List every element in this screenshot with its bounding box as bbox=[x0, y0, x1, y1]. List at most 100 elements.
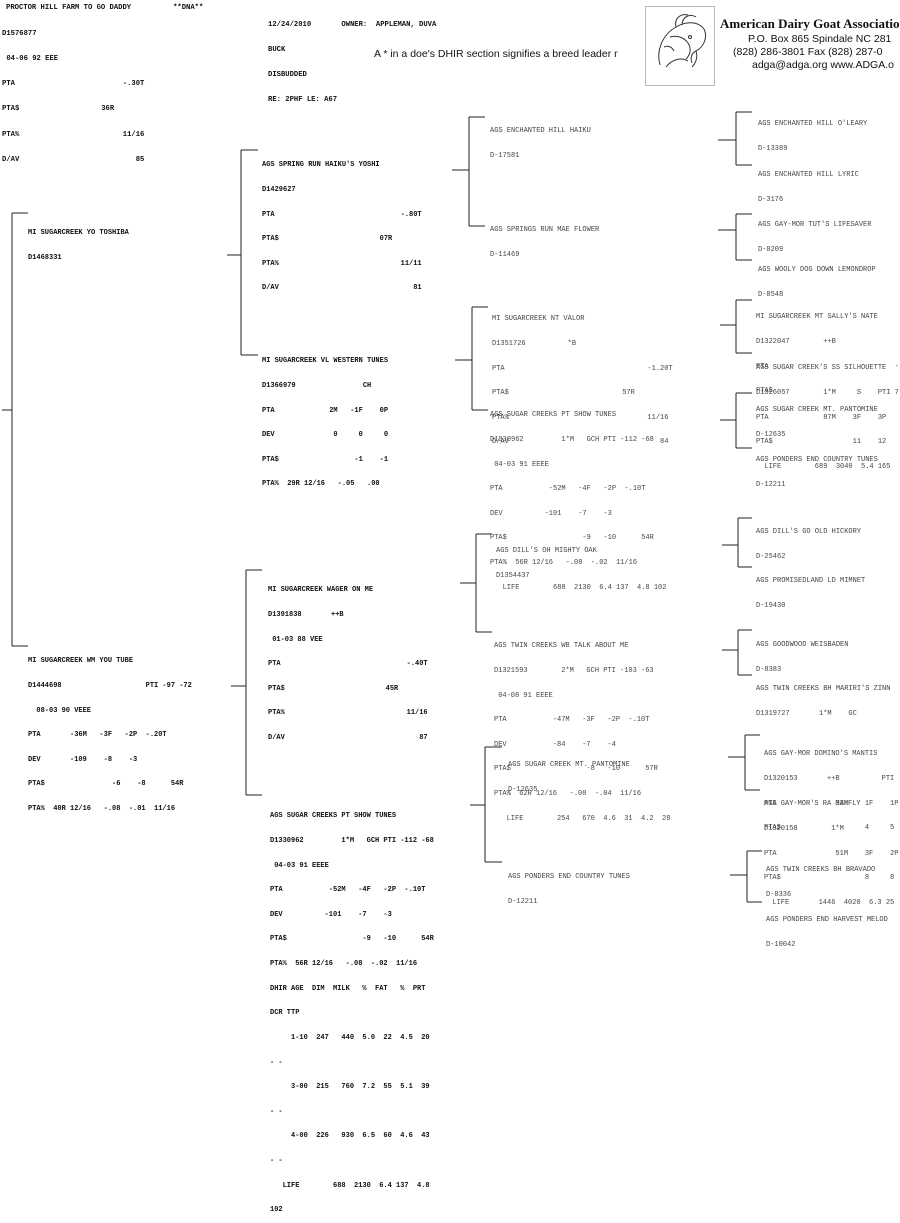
entry-name: AGS PROMISEDLAND LD MIMNET bbox=[756, 577, 866, 586]
entry-name: AGS GOODWOOD WEISBADEN bbox=[756, 641, 849, 650]
gen3-entry: AGS TWIN CREEKS WB TALK ABOUT ME D132159… bbox=[494, 626, 670, 831]
entry-line: D1321593 2*M GCH PTI -103 -63 bbox=[494, 667, 654, 676]
dam-dam-entry: AGS SUGAR CREEKS PT SHOW TUNES D1330962 … bbox=[270, 796, 434, 1223]
entry-line: D-17581 bbox=[490, 152, 520, 161]
gen4-entry: AGS PROMISEDLAND LD MIMNET D-19430 bbox=[756, 561, 865, 618]
gen3-entry: AGS SPRINGS RUN MAE FLOWER D-11469 bbox=[490, 210, 599, 267]
entry-line: D/AV 84 bbox=[492, 438, 669, 447]
entry-line: LIFE 688 2130 6.4 137 4.8 102 bbox=[490, 583, 667, 592]
entry-name: MI SUGARCREEK VL WESTERN TUNES bbox=[262, 357, 389, 366]
entry-name: AGS ENCHANTED HILL LYRIC bbox=[758, 171, 859, 180]
entry-line: PTA% 62R 12/16 -.08 -.04 11/16 bbox=[494, 790, 642, 799]
gen4-entry: MI SUGARCREEK MT SALLY'S NATE D1322047 +… bbox=[756, 297, 899, 404]
dam-line: 08-03 90 VEEE bbox=[28, 706, 92, 715]
entry-line: D-13389 bbox=[758, 145, 788, 154]
entry-line: DEV -101 -7 -3 bbox=[490, 509, 612, 518]
entry-line: PTA - bbox=[756, 362, 899, 371]
entry-line: DHIR AGE DIM MILK % FAT % PRT bbox=[270, 984, 426, 993]
gen4-entry: AGS GAY-MOR TUT'S LIFESAVER D-8209 bbox=[758, 205, 871, 262]
entry-line: D-12211 bbox=[508, 898, 538, 907]
entry-name: AGS TWIN CREEKS BH BRAVADO bbox=[766, 866, 876, 875]
entry-name: AGS SPRING RUN HAIKU'S YOSHI bbox=[262, 161, 380, 170]
gen3-entry: MI SUGARCREEK NT VALOR D1351726 *B PTA -… bbox=[492, 299, 673, 455]
entry-name: AGS SPRINGS RUN MAE FLOWER bbox=[490, 226, 600, 235]
entry-line: D1366979 CH bbox=[262, 382, 372, 391]
owner-name: APPLEMAN, DUVA bbox=[375, 20, 437, 29]
entry-line: 4-00 226 930 6.5 60 4.6 43 bbox=[270, 1132, 430, 1141]
entry-line: - - bbox=[270, 1156, 283, 1165]
entry-line: 3-00 215 760 7.2 55 5.1 39 bbox=[270, 1083, 430, 1092]
entry-line: PTA -.80T bbox=[262, 210, 422, 219]
entry-line: D-8548 bbox=[758, 291, 784, 300]
entry-line: PTA% 11/16 bbox=[492, 413, 669, 422]
entry-line: D1319727 1*M GC bbox=[756, 710, 857, 719]
dam-name: MI SUGARCREEK WM YOU TUBE bbox=[28, 657, 134, 666]
gen4-entry: AGS PONDERS END HARVEST MELOD D-10042 bbox=[766, 900, 888, 957]
entry-line: D1351726 *B bbox=[492, 340, 577, 349]
animal-name: PROCTOR HILL FARM TO GO DADDY bbox=[6, 4, 132, 12]
entry-line: PTA$ 8 8 bbox=[764, 874, 895, 883]
association-web: adga@adga.org www.ADGA.o bbox=[752, 59, 894, 71]
entry-name: AGS ENCHANTED HILL O'LEARY bbox=[758, 120, 868, 129]
entry-line: PTA$ bbox=[756, 387, 773, 396]
entry-name: AGS PONDERS END COUNTRY TUNES bbox=[508, 873, 630, 882]
entry-line: 102 bbox=[270, 1206, 283, 1215]
entry-line: D1391838 ++B bbox=[268, 611, 344, 620]
entry-line: 04-03 91 EEEE bbox=[270, 861, 329, 870]
entry-line: D-19430 bbox=[756, 602, 786, 611]
entry-name: MI SUGARCREEK WAGER ON ME bbox=[268, 586, 374, 595]
entry-line: D1322047 ++B bbox=[756, 338, 836, 347]
dna-marker: **DNA** bbox=[173, 4, 204, 12]
entry-line: D1330962 1*M GCH PTI -112 -68 bbox=[490, 436, 654, 445]
entry-line: D1354437 bbox=[496, 572, 530, 581]
entry-line: DCR TTP bbox=[270, 1009, 300, 1018]
entry-name: AGS SUGAR CREEK MT. PANTOMINE bbox=[508, 761, 630, 770]
header-line: PTA$ 36R bbox=[2, 105, 115, 114]
entry-line: 1-10 247 440 5.0 22 4.5 20 bbox=[270, 1033, 430, 1042]
dam-entry: MI SUGARCREEK WM YOU TUBE D1444698 PTI -… bbox=[28, 641, 192, 821]
gen4-entry: AGS SUGAR CREEK MT. PANTOMINE D-12635 bbox=[756, 390, 878, 447]
entry-name: AGS SUGAR CREEK'S SS SILHOUETTE bbox=[756, 364, 887, 373]
entry-line: D-12211 bbox=[756, 481, 786, 490]
entry-line: PTA -1.20T bbox=[492, 364, 673, 373]
entry-name: AGS PONDERS END COUNTRY TUNES bbox=[756, 456, 878, 465]
entry-line: D1320158 1*M bbox=[764, 825, 844, 834]
gen4-entry: AGS SUGAR CREEK'S SS SILHOUETTE D1326057… bbox=[756, 348, 899, 479]
pedigree-connector-lines bbox=[2, 111, 762, 903]
entry-line: 04-03 91 EEEE bbox=[490, 460, 549, 469]
entry-line: PTA$ -1 -1 bbox=[262, 455, 389, 464]
entry-line: DEV -84 -7 -4 bbox=[494, 740, 616, 749]
entry-line: D-11469 bbox=[490, 251, 520, 260]
entry-line: PTA 2M -1F 0P bbox=[262, 406, 389, 415]
entry-line: DEV 0 0 0 bbox=[262, 431, 389, 440]
goat-head-icon bbox=[658, 14, 707, 68]
entry-line: PTA 33M 1F 1P bbox=[764, 799, 899, 808]
sire-sire-entry: AGS SPRING RUN HAIKU'S YOSHI D1429627 PT… bbox=[262, 145, 422, 301]
gen4-entry: AGS ENCHANTED HILL LYRIC D-3176 bbox=[758, 155, 859, 212]
certificate-date: 12/24/2010 bbox=[268, 20, 312, 29]
entry-line: D-8383 bbox=[756, 666, 782, 675]
gen3-entry: AGS ENCHANTED HILL HAIKU D-17581 bbox=[490, 111, 591, 168]
entry-line: D-10042 bbox=[766, 941, 796, 950]
entry-line: PTA% 11/16 bbox=[268, 709, 428, 718]
sex-line: BUCK bbox=[268, 46, 286, 55]
dam-line: PTA% 40R 12/16 -.08 -.01 11/16 bbox=[28, 805, 176, 814]
entry-name: AGS SUGAR CREEKS PT SHOW TUNES bbox=[490, 411, 617, 420]
header-line: PTA% 11/16 bbox=[2, 130, 145, 139]
sire-line: D1468331 bbox=[28, 254, 62, 263]
entry-name: AGS DILL'S OH MIGHTY OAK bbox=[496, 547, 597, 556]
entry-line: D1330962 1*M GCH PTI -112 -68 bbox=[270, 837, 434, 846]
entry-line: D1320153 ++B PTI bbox=[764, 775, 895, 784]
entry-line: LIFE 254 670 4.6 31 4.2 28 bbox=[494, 814, 671, 823]
gen4-entry: AGS GAY-MOR DOMINO'S MANTIS D1320153 ++B… bbox=[764, 734, 898, 841]
entry-name: MI SUGARCREEK NT VALOR bbox=[492, 315, 585, 324]
entry-line: PTA% 29R 12/16 -.05 .00 bbox=[262, 480, 380, 489]
sire-dam-entry: MI SUGARCREEK VL WESTERN TUNES D1366979 … bbox=[262, 341, 388, 497]
entry-line: PTA% 56R 12/16 -.08 -.02 11/16 bbox=[490, 559, 638, 568]
entry-name: AGS PONDERS END HARVEST MELOD bbox=[766, 916, 888, 925]
entry-name: AGS GAY-MOR TUT'S LIFESAVER bbox=[758, 221, 872, 230]
association-address: P.O. Box 865 Spindale NC 281 bbox=[748, 33, 892, 45]
entry-line: D-12635 bbox=[756, 431, 786, 440]
entry-line: D-8336 bbox=[766, 891, 792, 900]
disbudded-line: DISBUDDED bbox=[268, 71, 307, 80]
